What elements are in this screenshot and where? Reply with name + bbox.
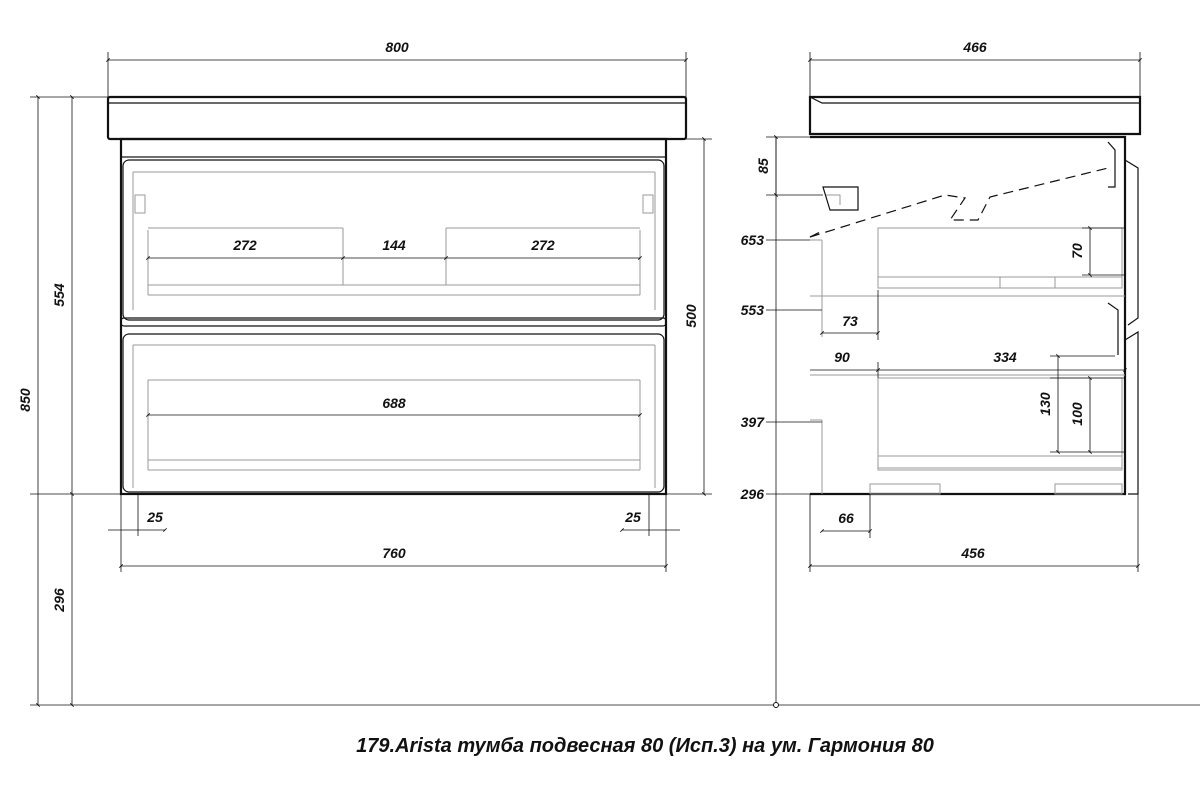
side-basin-top — [808, 95, 1142, 136]
dim-lower-drawer-width: 688 — [382, 395, 406, 411]
dim-upper-drawer-height: 70 — [1069, 243, 1085, 259]
dim-lower-inner-height: 100 — [1069, 402, 1085, 426]
dim-upper-height: 554 — [51, 283, 67, 307]
dim-lower-outer-height: 130 — [1037, 392, 1053, 416]
dim-body-height: 500 — [683, 304, 699, 328]
level-296: 296 — [740, 486, 765, 502]
dim-top-gap: 85 — [755, 158, 771, 174]
front-view: 800 272 144 272 688 25 25 760 500 — [17, 39, 1200, 707]
dim-body-depth: 456 — [960, 545, 985, 561]
dim-drawer-seg-1: 272 — [232, 237, 257, 253]
upper-drawer — [122, 159, 665, 321]
dim-body-width: 760 — [382, 545, 406, 561]
cabinet-body — [119, 137, 668, 496]
dim-left-offset: 25 — [146, 509, 163, 525]
dim-right-offset: 25 — [624, 509, 641, 525]
level-397: 397 — [741, 414, 766, 430]
level-653: 653 — [741, 232, 765, 248]
dim-overall-depth: 466 — [962, 39, 987, 55]
dim-drawer-seg-3: 272 — [530, 237, 555, 253]
siphon — [822, 186, 859, 211]
level-553: 553 — [741, 302, 765, 318]
dim-upper-offset: 73 — [842, 313, 858, 329]
dim-left-gap: 90 — [834, 349, 850, 365]
dim-drawer-seg-2: 144 — [382, 237, 406, 253]
drawing-caption: 179.Arista тумба подвесная 80 (Исп.3) на… — [356, 735, 934, 757]
side-lower-drawer — [877, 377, 1123, 471]
lower-drawer — [122, 333, 665, 493]
dim-lower-height: 296 — [51, 588, 67, 613]
dim-lower-depth: 334 — [993, 349, 1017, 365]
dim-overall-width: 800 — [385, 39, 409, 55]
side-view: 466 85 653 553 397 296 70 73 90 334 — [740, 39, 1142, 708]
dim-bottom-offset: 66 — [838, 510, 854, 526]
dim-total-height: 850 — [17, 388, 33, 412]
side-cabinet-body — [810, 135, 1127, 496]
